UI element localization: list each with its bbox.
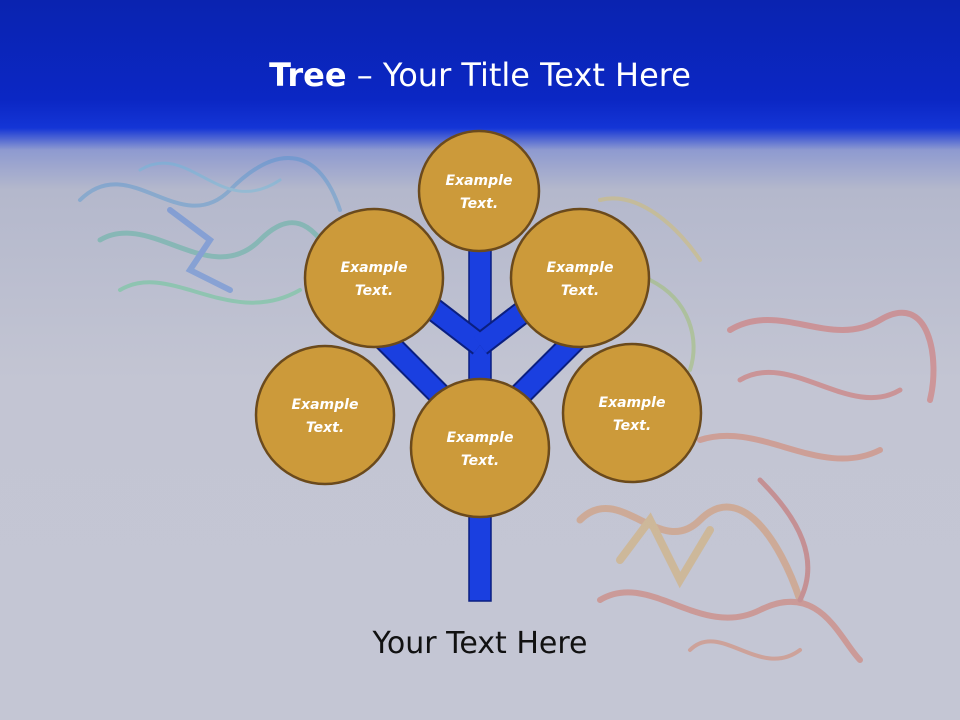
node-label: Example — [292, 397, 359, 413]
tree-node-center[interactable]: Example Text. — [409, 377, 551, 519]
tree-node-upper-right[interactable]: Example Text. — [509, 207, 651, 349]
tree-node-upper-left[interactable]: Example Text. — [303, 207, 445, 349]
node-label: Example — [446, 173, 513, 189]
node-label: Text. — [306, 420, 344, 436]
node-label: Text. — [561, 283, 599, 299]
node-label: Text. — [460, 196, 498, 212]
tree-node-top[interactable]: Example Text. — [417, 129, 541, 253]
tree-node-lower-left[interactable]: Example Text. — [254, 344, 396, 486]
node-label: Text. — [355, 283, 393, 299]
title-bold-part: Tree — [269, 56, 347, 94]
slide-title: Tree – Your Title Text Here — [0, 52, 960, 98]
node-label: Example — [341, 260, 408, 276]
footer-text: Your Text Here — [372, 626, 588, 661]
tree-node-lower-right[interactable]: Example Text. — [561, 342, 703, 484]
title-dash: – — [346, 56, 383, 94]
node-label: Text. — [461, 453, 499, 469]
node-label: Example — [599, 395, 666, 411]
node-label: Example — [547, 260, 614, 276]
node-label: Text. — [613, 418, 651, 434]
node-label: Example — [447, 430, 514, 446]
title-text: Your Title Text Here — [382, 56, 691, 94]
